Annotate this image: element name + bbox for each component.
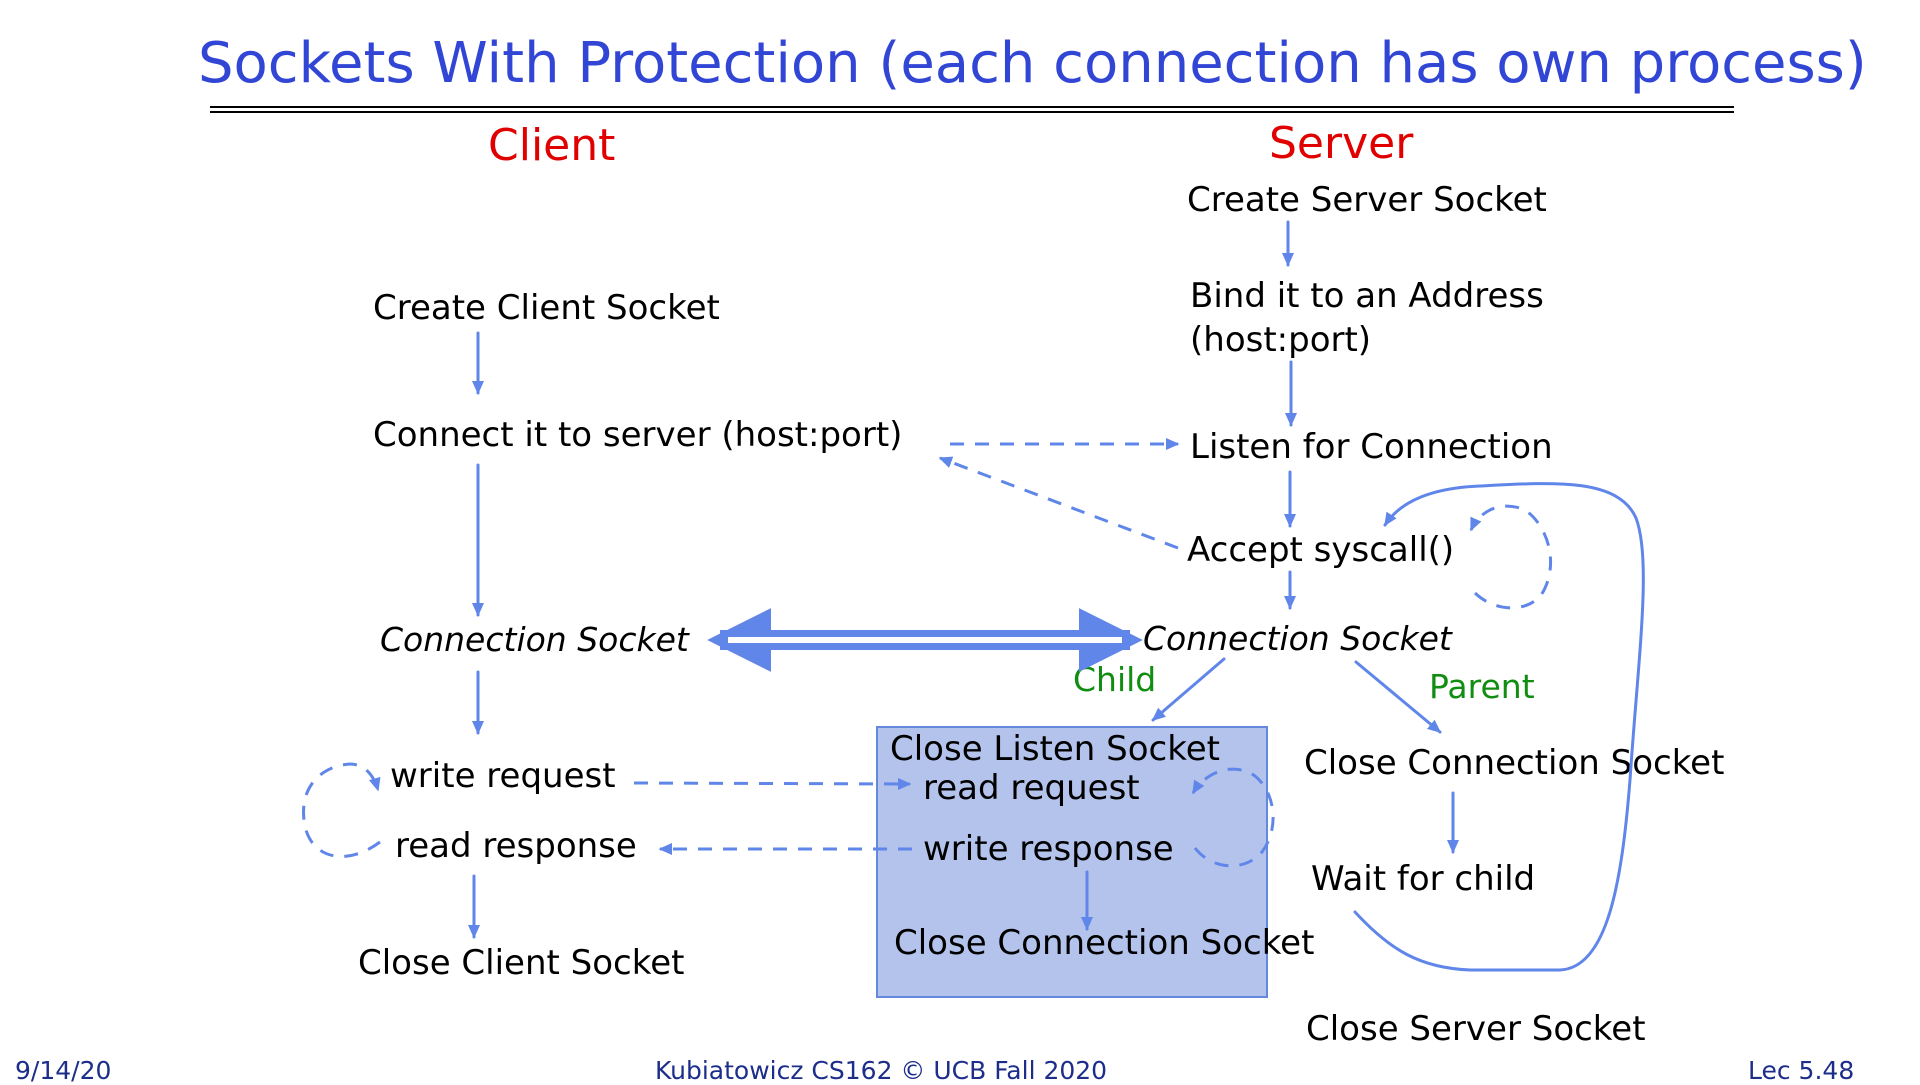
server-bind-line1: Bind it to an Address bbox=[1190, 276, 1544, 316]
arrow-child-loop bbox=[1191, 767, 1275, 868]
child-close-listen-socket: Close Listen Socket bbox=[890, 729, 1220, 769]
client-read-response: read response bbox=[395, 826, 637, 866]
server-heading: Server bbox=[1269, 118, 1414, 169]
client-connect: Connect it to server (host:port) bbox=[373, 415, 903, 455]
client-heading: Client bbox=[488, 120, 616, 171]
arrow-fork-parent bbox=[1354, 660, 1442, 734]
server-connection-socket: Connection Socket bbox=[1143, 619, 1452, 658]
arrow-accept-reply bbox=[938, 456, 1179, 550]
arrow-fork-child bbox=[1151, 657, 1226, 722]
arrow-request-data bbox=[633, 777, 912, 790]
client-close-socket: Close Client Socket bbox=[358, 943, 685, 983]
server-accept: Accept syscall() bbox=[1187, 530, 1455, 570]
parent-wait-for-child: Wait for child bbox=[1311, 859, 1536, 899]
arrow-parent-loop-to-accept bbox=[1353, 482, 1645, 972]
server-listen: Listen for Connection bbox=[1190, 427, 1553, 467]
child-process-box bbox=[876, 726, 1268, 998]
child-close-connection-socket: Close Connection Socket bbox=[894, 923, 1315, 963]
client-write-request: write request bbox=[390, 756, 616, 796]
title-rule-bottom bbox=[210, 111, 1734, 113]
client-create-socket: Create Client Socket bbox=[373, 288, 720, 328]
parent-close-connection-socket: Close Connection Socket bbox=[1304, 743, 1725, 783]
footer-date: 9/14/20 bbox=[15, 1056, 112, 1085]
child-read-request: read request bbox=[923, 768, 1140, 808]
server-create-socket: Create Server Socket bbox=[1187, 180, 1547, 220]
arrow-client-loop bbox=[302, 762, 381, 858]
child-write-response: write response bbox=[923, 829, 1174, 869]
parent-label: Parent bbox=[1429, 667, 1535, 706]
arrow-accept-loop bbox=[1469, 504, 1553, 610]
client-connection-socket: Connection Socket bbox=[380, 620, 689, 659]
server-bind-line2: (host:port) bbox=[1190, 320, 1372, 360]
footer-course: Kubiatowicz CS162 © UCB Fall 2020 bbox=[655, 1056, 1108, 1085]
title-rule-top bbox=[210, 106, 1734, 108]
footer-lecture: Lec 5.48 bbox=[1748, 1056, 1855, 1085]
slide-title: Sockets With Protection (each connection… bbox=[198, 31, 1867, 96]
server-close-socket: Close Server Socket bbox=[1306, 1009, 1646, 1049]
